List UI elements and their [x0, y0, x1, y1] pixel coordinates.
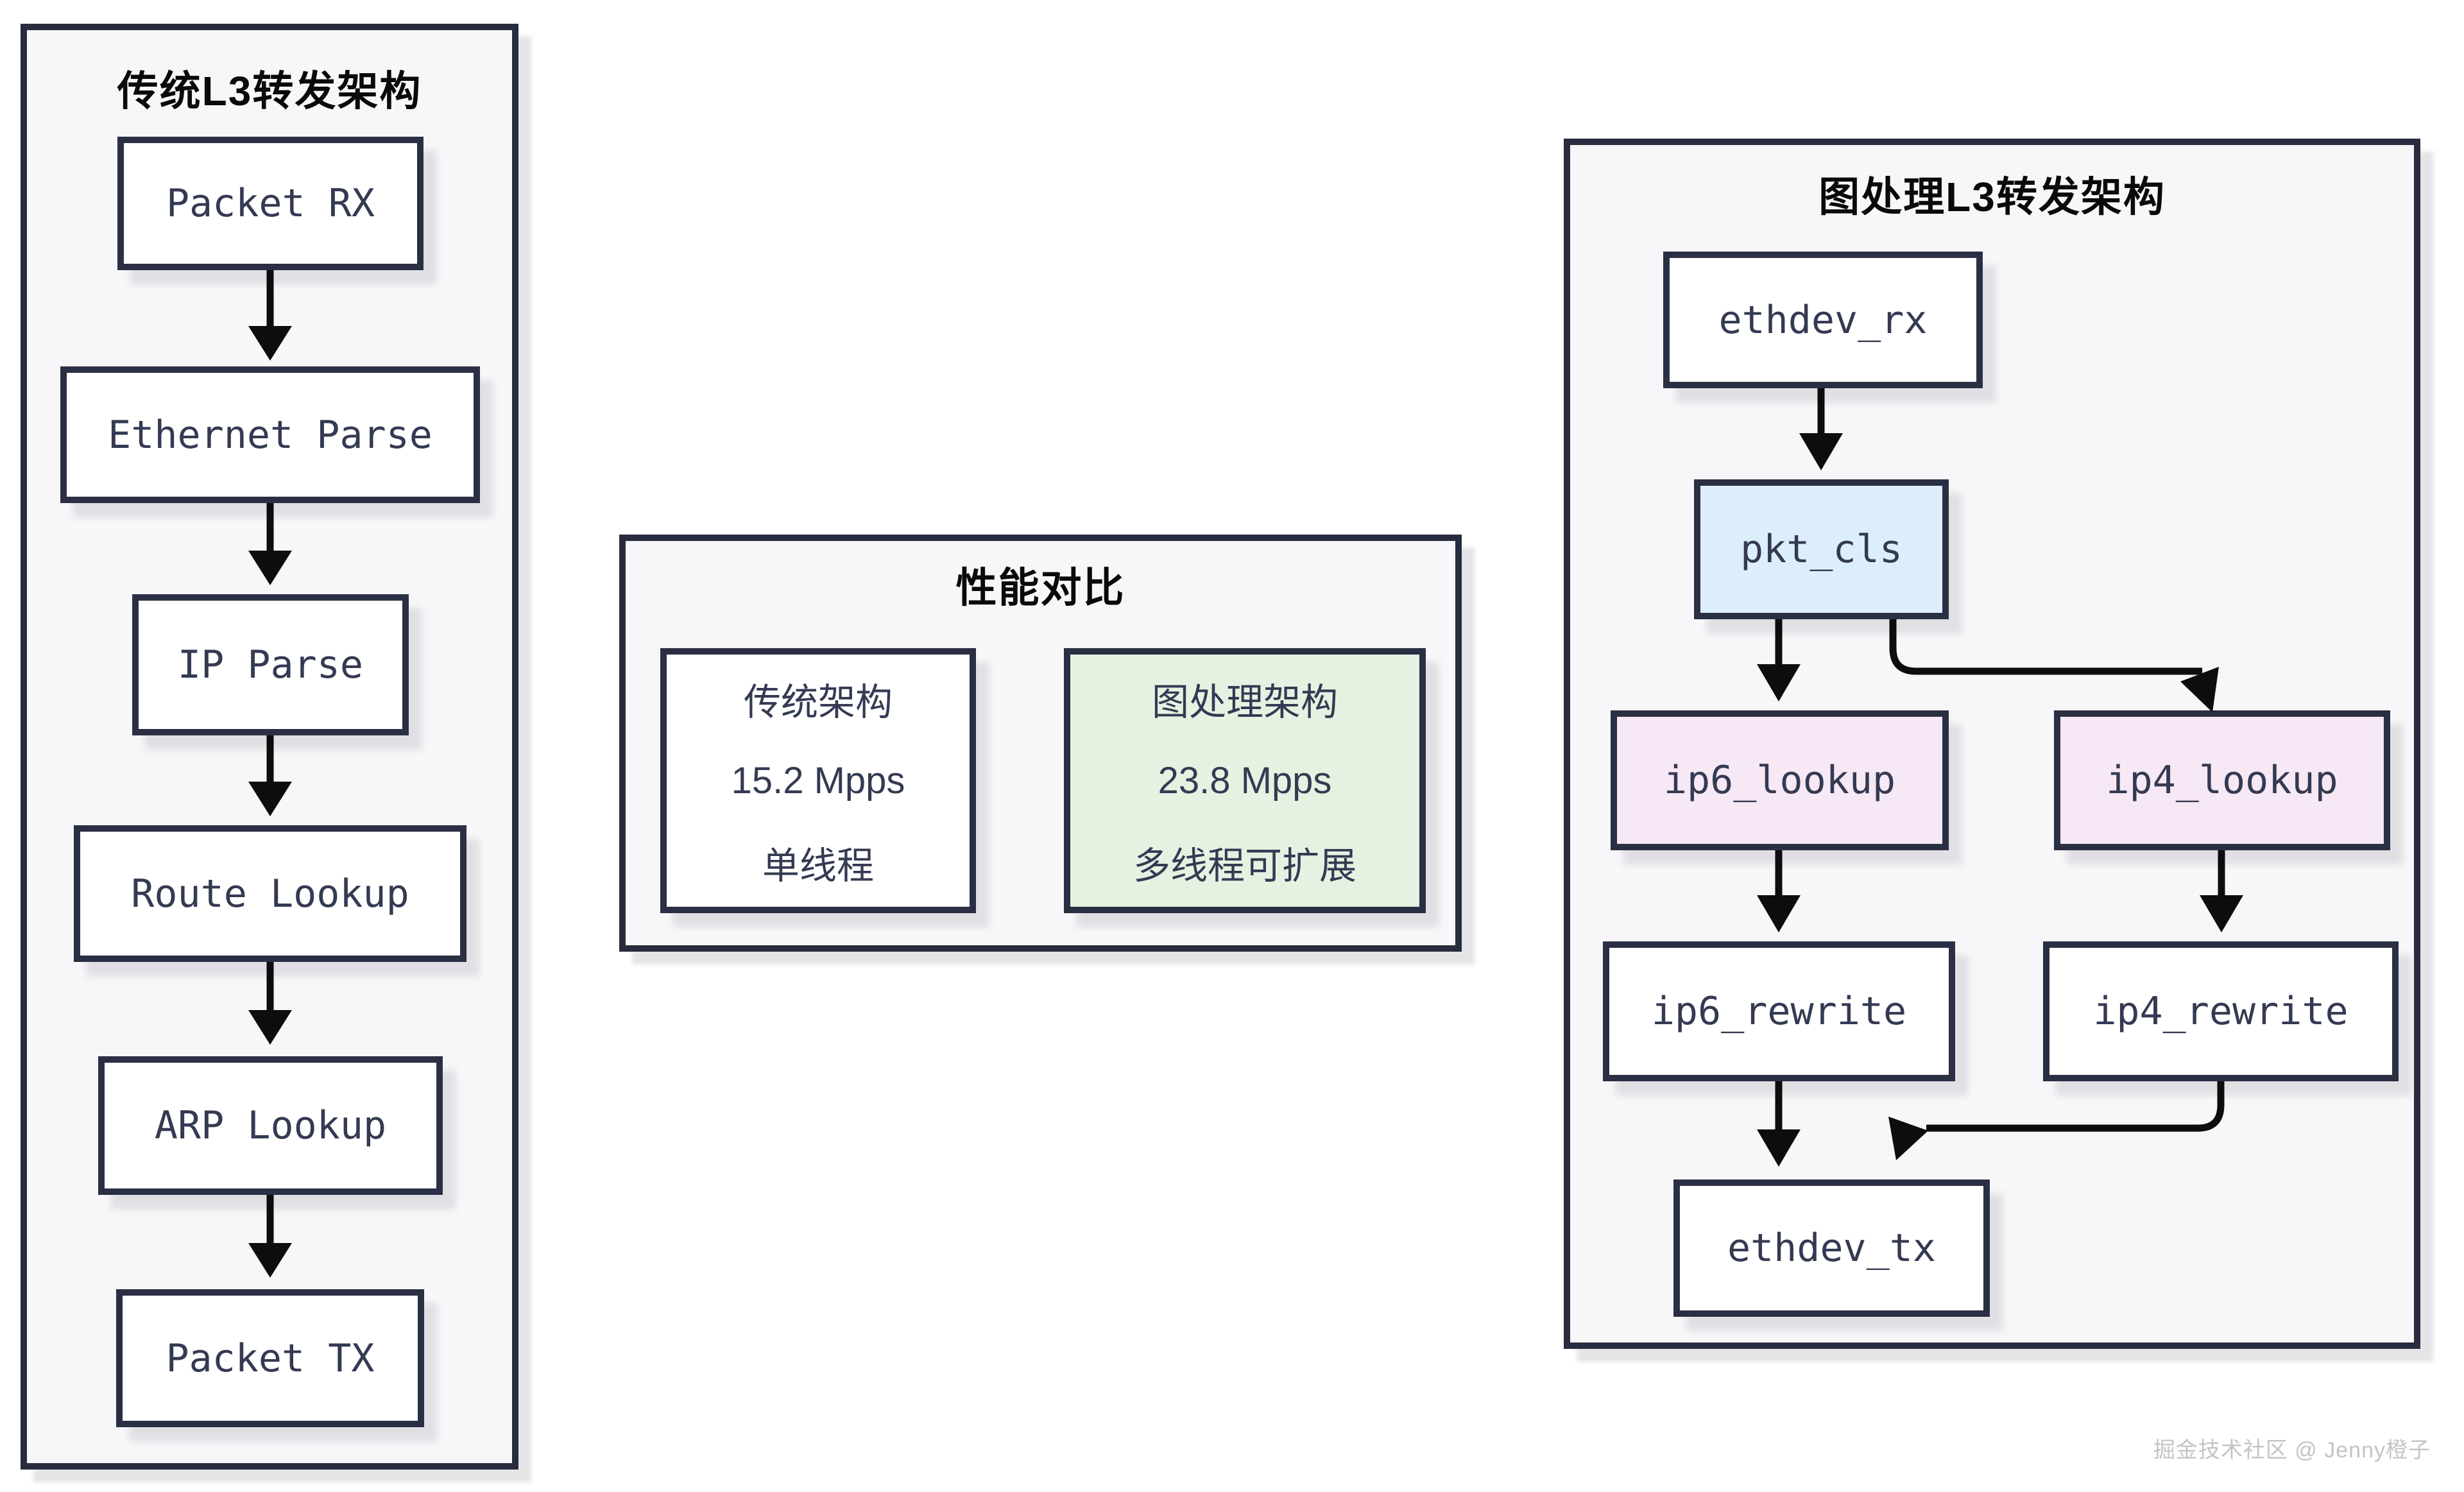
node-ip6-lookup: ip6_lookup: [1611, 710, 1949, 850]
perf-traditional-value: 15.2 Mpps: [731, 760, 905, 802]
node-arp-lookup: ARP Lookup: [98, 1056, 443, 1195]
node-ip4-rewrite-label: ip4_rewrite: [2093, 989, 2348, 1034]
node-pkt-cls-label: pkt_cls: [1740, 527, 1903, 572]
node-ip-parse-label: IP Parse: [178, 642, 363, 687]
node-ethdev-tx-label: ethdev_tx: [1727, 1226, 1937, 1271]
node-arp-lookup-label: ARP Lookup: [154, 1103, 387, 1148]
node-route-lookup-label: Route Lookup: [131, 871, 409, 916]
node-packet-rx-label: Packet RX: [166, 181, 375, 226]
node-ip4-lookup: ip4_lookup: [2054, 710, 2390, 850]
perf-graph-name: 图处理架构: [1151, 682, 1338, 723]
watermark-text: 掘金技术社区 @ Jenny橙子: [2153, 1438, 2431, 1462]
node-packet-rx: Packet RX: [117, 137, 424, 270]
perf-traditional-name: 传统架构: [743, 682, 893, 723]
panel-performance-title: 性能对比: [955, 565, 1125, 611]
panel-graph-title: 图处理L3转发架构: [1818, 174, 2166, 220]
node-ethernet-parse: Ethernet Parse: [60, 366, 480, 503]
perf-traditional-thread: 单线程: [762, 845, 874, 887]
node-ethdev-rx: ethdev_rx: [1663, 252, 1983, 388]
perf-graph-thread: 多线程可扩展: [1133, 845, 1356, 887]
node-ethdev-rx-label: ethdev_rx: [1718, 297, 1928, 343]
node-ip4-rewrite: ip4_rewrite: [2043, 941, 2399, 1081]
node-ip4-lookup-label: ip4_lookup: [2106, 758, 2338, 803]
node-ip6-rewrite: ip6_rewrite: [1603, 941, 1955, 1081]
perf-graph-value: 23.8 Mpps: [1158, 760, 1332, 802]
node-ip-parse: IP Parse: [132, 594, 409, 735]
node-ip6-lookup-label: ip6_lookup: [1663, 758, 1896, 803]
node-ip6-rewrite-label: ip6_rewrite: [1651, 989, 1907, 1034]
node-ethernet-parse-label: Ethernet Parse: [108, 412, 432, 458]
perf-box-graph: 图处理架构 23.8 Mpps 多线程可扩展: [1064, 648, 1426, 913]
node-pkt-cls: pkt_cls: [1694, 479, 1949, 619]
node-packet-tx-label: Packet TX: [166, 1335, 375, 1381]
node-packet-tx: Packet TX: [116, 1289, 424, 1427]
node-route-lookup: Route Lookup: [74, 825, 466, 962]
node-ethdev-tx: ethdev_tx: [1673, 1179, 1990, 1317]
perf-box-traditional: 传统架构 15.2 Mpps 单线程: [660, 648, 976, 913]
panel-traditional-title: 传统L3转发架构: [117, 68, 422, 114]
